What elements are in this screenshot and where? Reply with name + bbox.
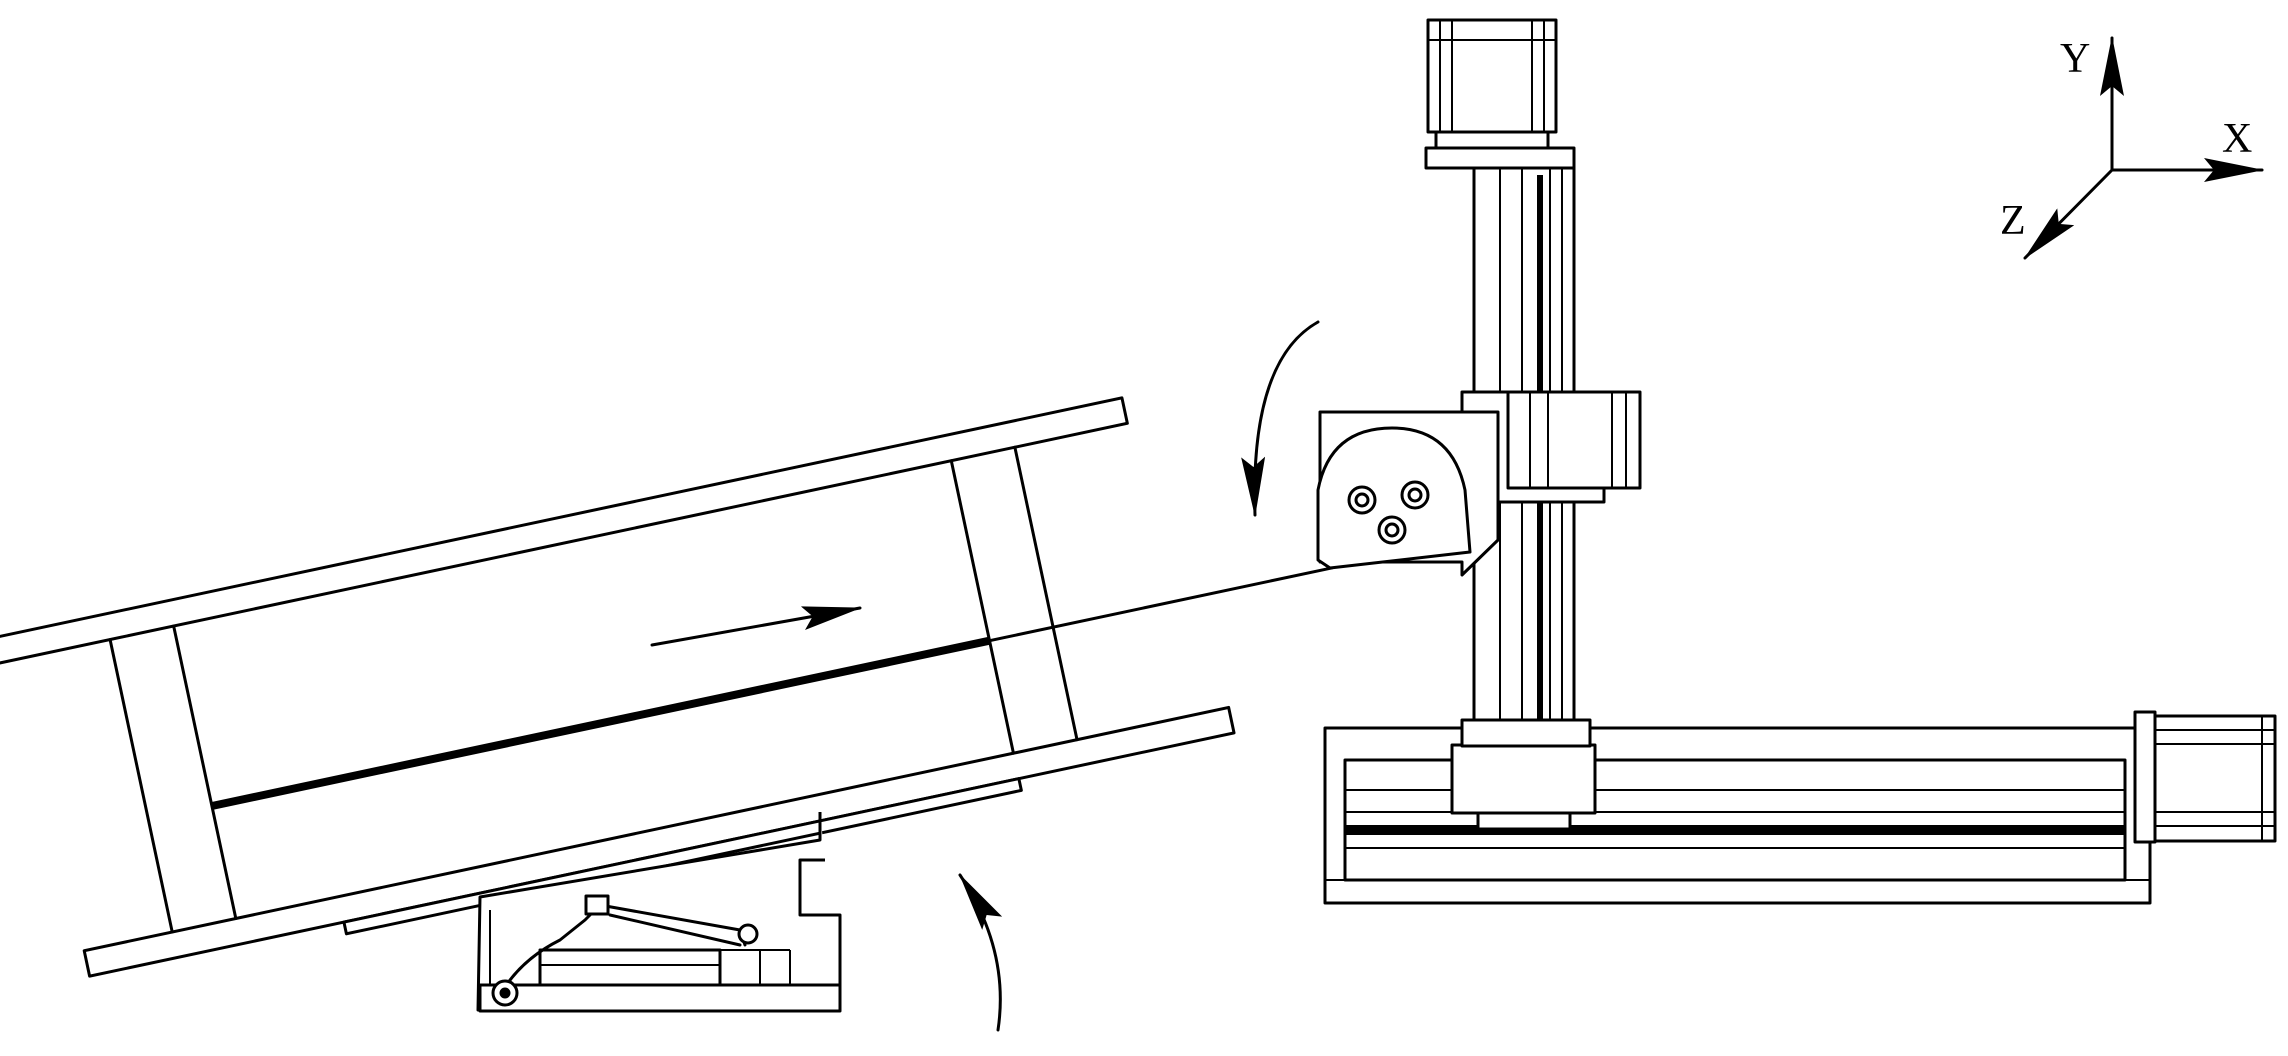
y-motor	[1426, 18, 1558, 134]
y-axis-label: Y	[2060, 36, 2090, 82]
lifting-mechanism	[476, 812, 842, 1013]
conveyor-belt	[211, 636, 991, 810]
gripper-rotation-arrow	[1241, 320, 1320, 517]
gantry-xy-stage	[1316, 18, 2277, 905]
coordinate-axes: Y X Z	[2000, 36, 2264, 260]
x-motor	[2153, 714, 2277, 843]
x-axis-label: X	[2222, 116, 2252, 162]
z-axis-label: Z	[2000, 198, 2026, 244]
z-motor	[1506, 390, 1642, 490]
top-plate	[0, 396, 1129, 669]
flow-direction-arrow	[650, 606, 862, 647]
tilt-rotation-arrow	[958, 873, 1003, 1032]
